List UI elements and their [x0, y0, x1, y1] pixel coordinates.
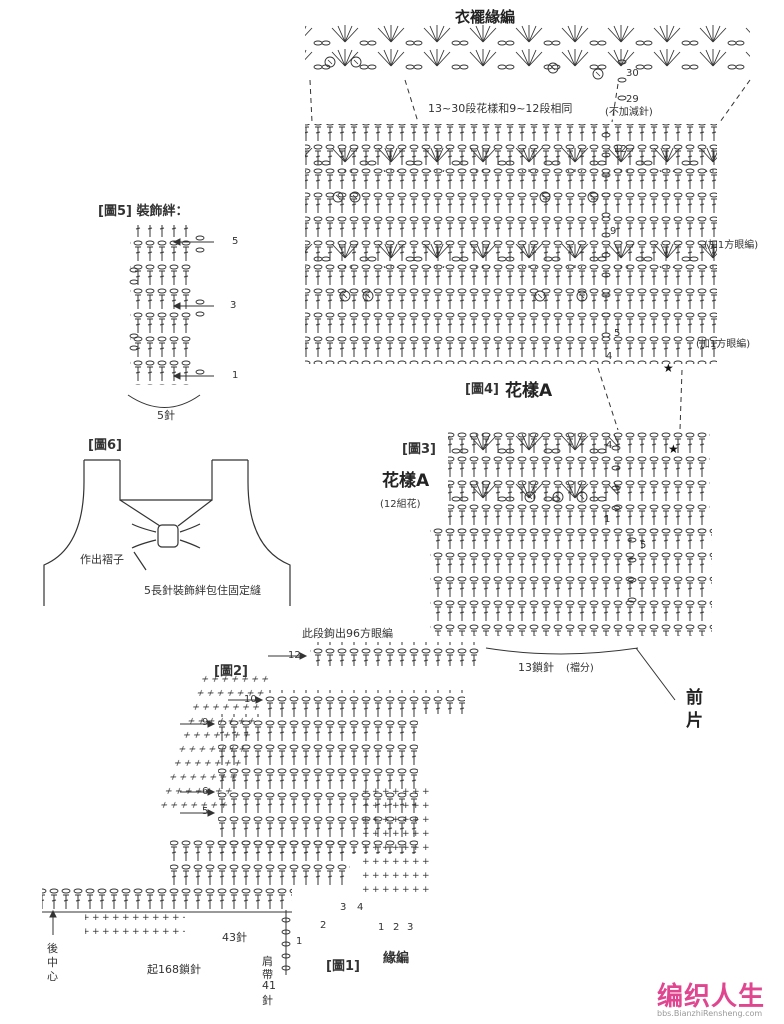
- strap-2: 帶: [262, 968, 273, 981]
- add-square-label-2: (加1方眼編): [696, 339, 751, 350]
- row-number: 5: [232, 236, 239, 247]
- fig4-label: [圖4]: [465, 382, 499, 397]
- make-pleat: 作出褶子: [80, 553, 124, 566]
- ninety-six-note: 此段鉤出96方眼編: [302, 627, 393, 640]
- start-168-chain: 起168鎖針: [147, 963, 201, 976]
- row-number: 4: [606, 351, 613, 362]
- row-number: 3: [340, 902, 347, 913]
- fig3-block: [430, 430, 712, 636]
- front-label-2: 片: [686, 711, 703, 731]
- edge-label: 緣編: [383, 951, 410, 966]
- row-number: 30: [626, 68, 639, 79]
- strap-1: 肩: [262, 955, 273, 968]
- row-number: 2: [320, 920, 327, 931]
- site-logo-url: bbs.BianzhiRensheng.com: [657, 1009, 763, 1018]
- fig2-yoke: [157, 642, 480, 900]
- back-center-2: 中: [47, 956, 58, 969]
- fig5-tie: [127, 225, 205, 408]
- twelve-groups: (12組花): [380, 499, 421, 510]
- fig1-foundation: [42, 886, 292, 975]
- forty-three-st: 43針: [222, 931, 247, 944]
- pattern-a-left: 花樣A: [382, 471, 430, 491]
- site-logo: 编织人生: [657, 982, 766, 1012]
- fig6-label: [圖6]: [88, 438, 122, 453]
- rows-note: 13~30段花樣和9~12段相同: [428, 102, 573, 115]
- fig6-outline: [43, 459, 291, 606]
- hem-body: [305, 124, 717, 364]
- thirteen-chain: 13鎖針: [518, 661, 554, 674]
- row-number: 9: [202, 717, 209, 728]
- row-number: 4: [606, 440, 613, 451]
- star-icon: ★: [663, 361, 674, 375]
- row-number: 1: [296, 936, 303, 947]
- fig1-label: [圖1]: [326, 959, 360, 974]
- pattern-a-title: 花樣A: [505, 381, 553, 401]
- row-number: 3: [407, 922, 414, 933]
- row-number: 10: [244, 694, 257, 705]
- rows-note-paren: (不加減針): [605, 107, 653, 118]
- row-number: 6: [202, 786, 209, 797]
- fig5-label: [圖5] 裝飾絆：: [98, 204, 189, 219]
- front-label-1: 前: [686, 688, 703, 708]
- row-number: 2: [393, 922, 400, 933]
- fig2-label: [圖2]: [214, 664, 248, 679]
- dashed-guides: [309, 79, 751, 431]
- row-number: 12: [288, 650, 301, 661]
- hem-top-scallops: [305, 22, 750, 80]
- fig3-label: [圖3]: [402, 442, 436, 457]
- row-number: 5: [614, 328, 621, 339]
- back-center-1: 後: [47, 942, 58, 955]
- row-number: 9: [610, 226, 617, 237]
- row-number: 29: [626, 94, 639, 105]
- row-number: 5: [202, 806, 209, 817]
- five-st: 5針: [157, 409, 175, 422]
- strap-3: 41: [262, 979, 276, 992]
- row-number: 12: [614, 144, 627, 155]
- row-number: 4: [357, 902, 364, 913]
- row-number: 1: [604, 514, 611, 525]
- row-number: 1: [232, 370, 239, 381]
- tie-note: 5長針裝飾絆包住固定縫: [144, 584, 261, 597]
- hem-title: 衣襬緣編: [455, 8, 516, 26]
- add-square-label-1: (加1方眼編): [704, 240, 759, 251]
- row-number: 1: [378, 922, 385, 933]
- row-number: 5: [640, 540, 647, 551]
- row-number: 3: [230, 300, 237, 311]
- underarm-chain: [485, 647, 639, 655]
- back-center-3: 心: [47, 970, 58, 983]
- strap-4: 針: [262, 994, 273, 1007]
- underarm-note: (襠分): [566, 663, 594, 674]
